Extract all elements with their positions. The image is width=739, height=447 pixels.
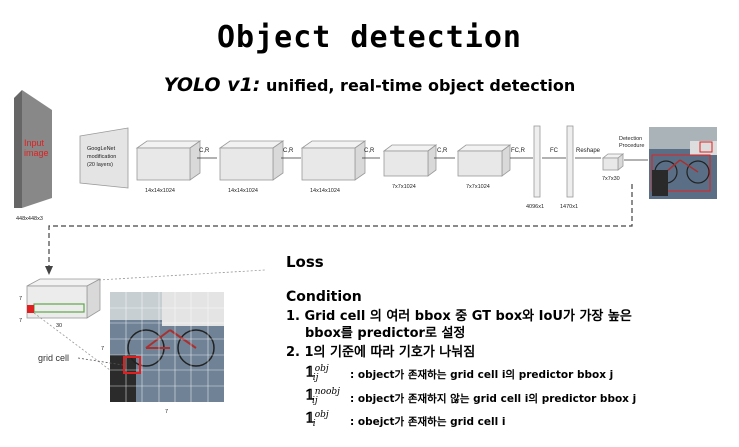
- page-title: Object detection: [217, 20, 522, 55]
- indicator-desc-3: : obejct가 존재하는 grid cell i: [350, 416, 506, 428]
- condition-item-2: 2. 1의 기준에 따라 기호가 나눠짐: [286, 345, 476, 360]
- feature-block-3: [300, 140, 367, 181]
- subtitle-text: unified, real-time object detection: [260, 76, 576, 95]
- googlenet-label-3: (20 layers): [87, 162, 113, 168]
- input-image-slab: [22, 90, 52, 208]
- condition-item-1-line-1: 1. Grid cell 의 여러 bbox 중 GT box와 IoU가 가장…: [286, 309, 632, 324]
- input-size-label: 448x448x3: [16, 216, 43, 222]
- grid-dim-7-left: 7: [19, 318, 22, 324]
- subtitle-yolo: YOLO v1:: [163, 74, 261, 96]
- input-label-1: Input: [24, 138, 45, 148]
- indicator-symbol: 𝟙: [305, 410, 315, 427]
- op-label-3: C,R: [364, 148, 375, 154]
- op-label-4: C,R: [437, 148, 448, 154]
- feature-block-2: [218, 140, 285, 181]
- grid-dim-7-top: 7: [19, 296, 22, 302]
- grid-dim-7-side: 7: [101, 346, 104, 352]
- op-label-reshape: Reshape: [576, 148, 601, 154]
- page-subtitle: YOLO v1: unified, real-time object detec…: [0, 74, 739, 96]
- indicator-sub: ij: [311, 396, 318, 407]
- op-label-fc: FC: [550, 148, 559, 154]
- grid-dim-30: 30: [56, 323, 62, 329]
- op-label-2: C,R: [283, 148, 294, 154]
- output-tensor: [601, 153, 625, 171]
- indicator-symbol: 𝟙: [305, 364, 315, 381]
- indicator-sup: obj: [314, 364, 329, 374]
- fc-2-size: 1470x1: [560, 204, 578, 210]
- fc-layer-1: [533, 125, 541, 198]
- block-4-size: 7x7x1024: [392, 184, 416, 190]
- feature-block-1: [135, 140, 202, 181]
- feature-block-4: [382, 144, 438, 177]
- output-size: 7x7x30: [602, 176, 620, 182]
- condition-heading: Condition: [286, 289, 362, 305]
- indicator-noobj-ij: 𝟙noobjij: [305, 387, 340, 407]
- indicator-sub: ij: [312, 373, 319, 384]
- googlenet-label-1: GoogLeNet: [87, 146, 116, 152]
- highlight-grid-cell: [123, 356, 141, 374]
- grid-tensor: [26, 278, 101, 319]
- op-label-1: C,R: [199, 148, 210, 154]
- indicator-sup: obj: [314, 410, 329, 420]
- indicator-desc-2: : object가 존재하지 않는 grid cell i의 predictor…: [350, 393, 637, 405]
- googlenet-label-2: modification: [87, 154, 116, 160]
- condition-item-1-line-2: bbox를 predictor로 설정: [305, 326, 466, 341]
- googlenet-block: [79, 127, 129, 189]
- indicator-sup: noobj: [314, 387, 340, 397]
- detection-photo: [649, 127, 717, 199]
- indicator-desc-1: : object가 존재하는 grid cell i의 predictor bb…: [350, 369, 614, 381]
- block-5-size: 7x7x1024: [466, 184, 490, 190]
- input-label-2: image: [24, 148, 49, 158]
- indicator-symbol: 𝟙: [305, 387, 315, 404]
- grid-cell-label: grid cell: [38, 353, 69, 363]
- block-3-size: 14x14x1024: [310, 188, 340, 194]
- block-1-size: 14x14x1024: [145, 188, 175, 194]
- indicator-obj-i: 𝟙obji: [305, 410, 329, 430]
- grid-photo: [110, 292, 224, 402]
- feature-block-5: [456, 144, 512, 177]
- indicator-obj-ij: 𝟙objij: [305, 364, 329, 384]
- detection-label-1: Detection: [619, 136, 642, 142]
- block-2-size: 14x14x1024: [228, 188, 258, 194]
- fc-layer-2: [566, 125, 574, 198]
- op-label-5: FC,R: [511, 148, 526, 154]
- detection-label-2: Procedure: [619, 143, 644, 149]
- grid-dim-7-bottom: 7: [165, 409, 168, 415]
- fc-1-size: 4096x1: [526, 204, 544, 210]
- dashed-connector: [48, 184, 633, 268]
- indicator-sub: i: [312, 419, 316, 430]
- loss-heading: Loss: [286, 253, 324, 271]
